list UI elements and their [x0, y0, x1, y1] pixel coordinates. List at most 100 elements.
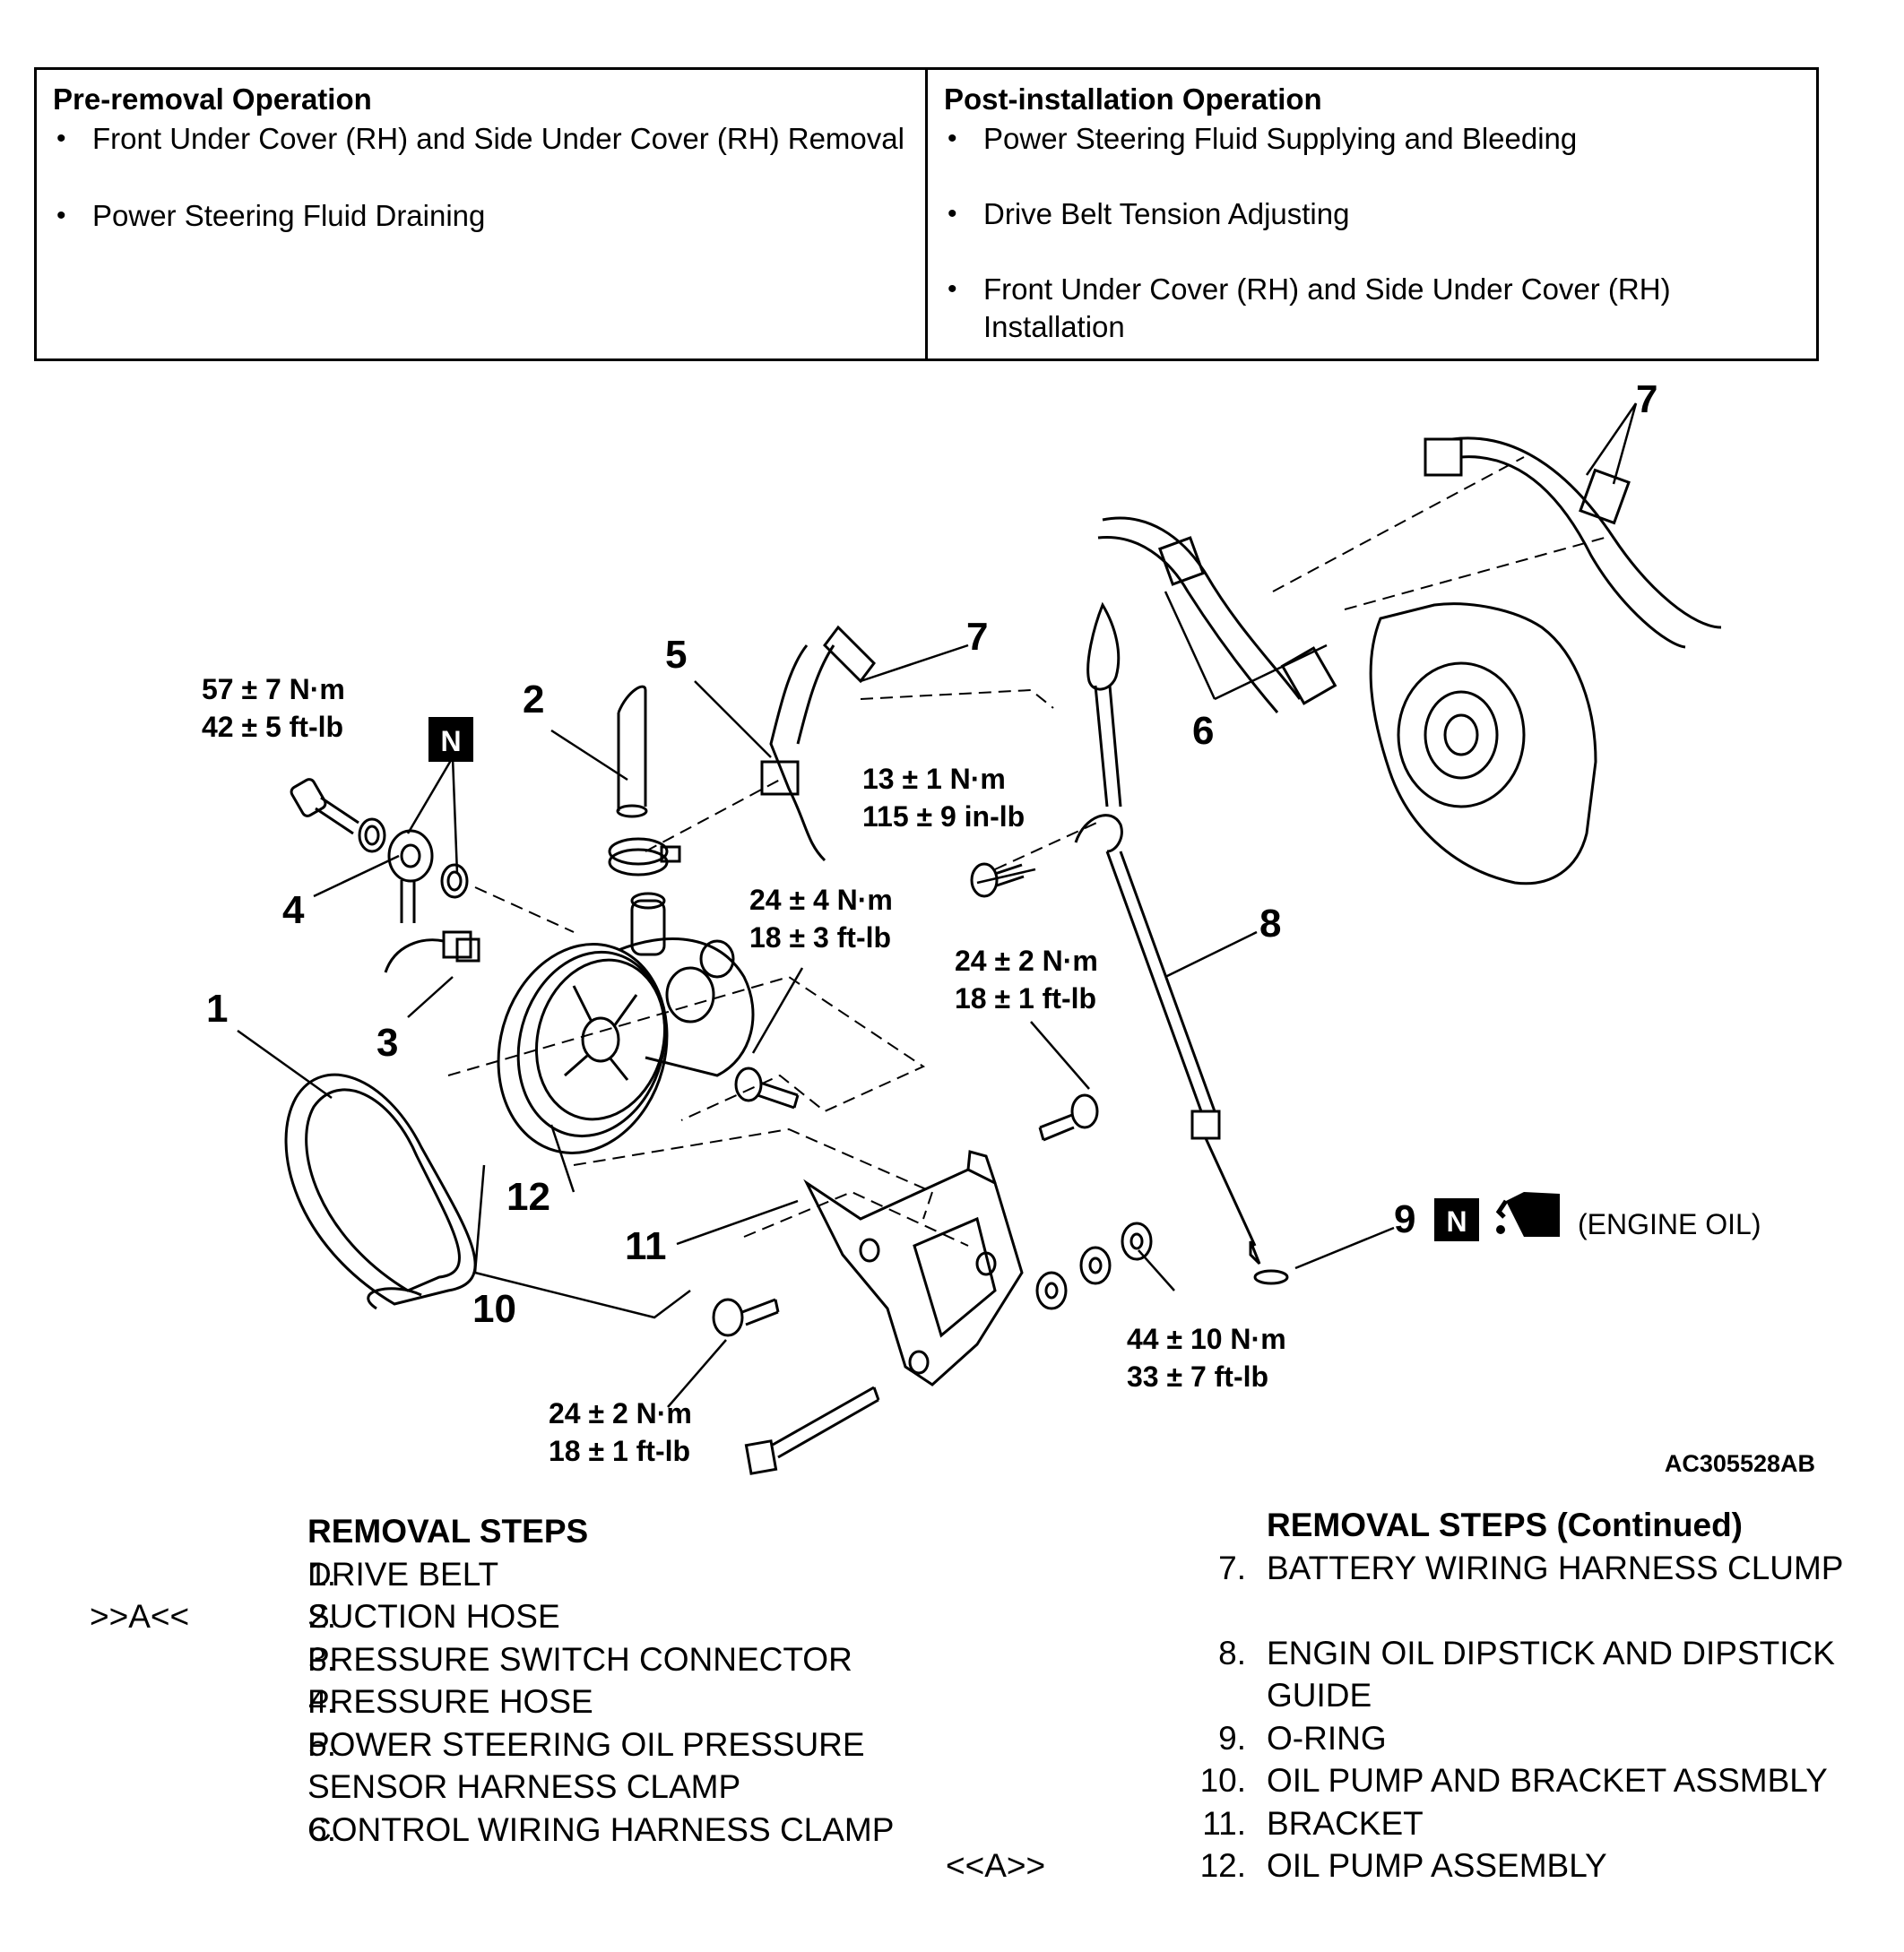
step-label: PRESSURE SWITCH CONNECTOR — [307, 1640, 852, 1678]
callout-5: 5 — [665, 633, 687, 677]
drive-belt-drawing — [284, 1073, 477, 1310]
step-label: CONTROL WIRING HARNESS CLAMP — [307, 1810, 895, 1848]
post-installation-item: Power Steering Fluid Supplying and Bleed… — [944, 120, 1800, 158]
removal-step: 5. POWER STEERING OIL PRESSURE SENSOR HA… — [90, 1723, 923, 1809]
new-part-symbol-oring: N — [1434, 1198, 1479, 1241]
post-installation-heading: Post-installation Operation — [944, 82, 1322, 116]
step-number: 11. — [1202, 1804, 1246, 1842]
bracket-drawing — [803, 1150, 1024, 1386]
step-number: 8. — [1218, 1634, 1246, 1671]
torque-metric: 13 ± 1 N·m — [862, 763, 1006, 795]
engine-oil-can-icon — [1495, 1192, 1560, 1237]
pressure-switch-connector-drawing — [384, 930, 480, 973]
post-installation-column: Post-installation Operation Power Steeri… — [925, 70, 1816, 358]
callout-6: 6 — [1192, 709, 1214, 753]
figure-id: AC305528AB — [1665, 1450, 1815, 1477]
step-label: PRESSURE HOSE — [307, 1683, 593, 1720]
timing-cover-drawing — [1369, 602, 1597, 885]
step-number: 4. — [308, 1683, 336, 1720]
engine-oil-note: (ENGINE OIL) — [1578, 1208, 1761, 1240]
callout-10: 10 — [472, 1287, 516, 1331]
removal-step: <<A>> 12. OIL PUMP ASSEMBLY — [941, 1844, 1900, 1887]
step-label: DRIVE BELT — [307, 1555, 499, 1593]
step-number: 3. — [308, 1640, 336, 1678]
callout-11: 11 — [625, 1224, 667, 1268]
service-point-mark: <<A>> — [946, 1847, 1046, 1884]
step-number: 10. — [1199, 1762, 1246, 1799]
removal-step: 6. CONTROL WIRING HARNESS CLAMP — [90, 1809, 923, 1894]
pre-removal-column: Pre-removal Operation Front Under Cover … — [37, 70, 925, 358]
step-label: BRACKET — [1267, 1804, 1424, 1842]
removal-step: 11. BRACKET — [941, 1802, 1900, 1845]
step-number: 7. — [1218, 1549, 1246, 1586]
callout-labels: 1 2 3 4 5 6 7 7 8 9 10 11 12 — [206, 377, 1657, 1331]
removal-steps: REMOVAL STEPS 1. DRIVE BELT >>A<< 2. SUC… — [90, 1510, 923, 1894]
post-installation-item: Drive Belt Tension Adjusting — [944, 195, 1800, 233]
removal-steps-continued-heading: REMOVAL STEPS (Continued) — [1267, 1507, 1744, 1543]
torque-specs: 57 ± 7 N·m 42 ± 5 ft-lb 13 ± 1 N·m 115 ±… — [202, 673, 1286, 1467]
step-number: 2. — [308, 1598, 336, 1635]
step-label: O-RING — [1267, 1719, 1387, 1757]
step-label: POWER STEERING OIL PRESSURE SENSOR HARNE… — [307, 1725, 865, 1806]
removal-step: 10. OIL PUMP AND BRACKET ASSMBLY — [941, 1759, 1900, 1802]
callout-4: 4 — [282, 888, 305, 932]
step-number: 5. — [308, 1725, 336, 1763]
service-point-mark: >>A<< — [90, 1598, 190, 1635]
callout-3: 3 — [376, 1021, 398, 1065]
torque-imperial: 18 ± 1 ft-lb — [549, 1435, 690, 1467]
bracket-lower-bolt — [712, 1298, 780, 1337]
callout-7-upper: 7 — [1636, 377, 1657, 421]
removal-step: 3. PRESSURE SWITCH CONNECTOR — [90, 1638, 923, 1681]
torque-metric: 24 ± 2 N·m — [955, 945, 1098, 977]
step-number: 6. — [308, 1810, 336, 1848]
dipstick-drawing — [1074, 601, 1289, 1285]
pre-removal-list: Front Under Cover (RH) and Side Under Co… — [53, 120, 909, 235]
suction-hose-drawing — [608, 685, 681, 877]
pre-removal-item: Power Steering Fluid Draining — [53, 197, 909, 235]
oil-pressure-sensor-bolt — [970, 862, 1025, 898]
torque-metric: 24 ± 2 N·m — [549, 1397, 692, 1429]
exploded-view-diagram: 1 2 3 4 5 6 7 7 8 9 10 11 12 N N (ENGINE… — [202, 377, 1815, 1477]
step-label: OIL PUMP ASSEMBLY — [1267, 1847, 1607, 1884]
pre-removal-heading: Pre-removal Operation — [53, 82, 372, 116]
removal-steps-continued: REMOVAL STEPS (Continued) 7. BATTERY WIR… — [941, 1504, 1900, 1887]
step-number: 9. — [1218, 1719, 1246, 1757]
step-label: BATTERY WIRING HARNESS CLUMP — [1267, 1549, 1844, 1586]
torque-metric: 44 ± 10 N·m — [1127, 1323, 1286, 1355]
post-installation-item: Front Under Cover (RH) and Side Under Co… — [944, 271, 1800, 346]
torque-metric: 57 ± 7 N·m — [202, 673, 345, 705]
removal-step: 7. BATTERY WIRING HARNESS CLUMP — [941, 1547, 1900, 1632]
callout-1: 1 — [206, 987, 228, 1031]
bracket-upper-bolt — [1038, 1093, 1099, 1142]
pump-bolt — [734, 1067, 800, 1110]
step-label: ENGIN OIL DIPSTICK AND DIPSTICK GUIDE — [1267, 1634, 1835, 1714]
post-installation-list: Power Steering Fluid Supplying and Bleed… — [944, 120, 1800, 346]
torque-metric: 24 ± 4 N·m — [749, 884, 893, 916]
removal-step: 1. DRIVE BELT — [90, 1553, 923, 1596]
step-number: 12. — [1199, 1847, 1246, 1884]
new-part-symbol-text: N — [440, 725, 461, 757]
operations-table: Pre-removal Operation Front Under Cover … — [34, 67, 1819, 361]
torque-imperial: 42 ± 5 ft-lb — [202, 711, 343, 743]
leader-lines — [237, 402, 1638, 1408]
removal-step: 9. O-RING — [941, 1717, 1900, 1760]
bracket-washers — [1035, 1222, 1153, 1310]
callout-2: 2 — [523, 678, 544, 721]
callout-12: 12 — [506, 1175, 550, 1219]
assembly-dashed-lines — [447, 688, 1103, 1247]
oil-pump-drawing — [497, 892, 755, 1154]
upper-harness-drawing — [1097, 436, 1722, 713]
callout-9: 9 — [1394, 1197, 1415, 1241]
removal-step: >>A<< 2. SUCTION HOSE — [90, 1595, 923, 1638]
removal-steps-heading: REMOVAL STEPS — [307, 1513, 589, 1550]
step-number: 1. — [308, 1555, 336, 1593]
pressure-hose-drawing — [290, 778, 575, 933]
callout-8: 8 — [1259, 902, 1281, 946]
step-label: SUCTION HOSE — [307, 1598, 560, 1635]
pre-removal-item: Front Under Cover (RH) and Side Under Co… — [53, 120, 909, 158]
removal-step: 8. ENGIN OIL DIPSTICK AND DIPSTICK GUIDE — [941, 1632, 1900, 1717]
torque-imperial: 18 ± 1 ft-lb — [955, 982, 1096, 1015]
removal-step: 4. PRESSURE HOSE — [90, 1680, 923, 1723]
long-stud-bolt — [744, 1386, 880, 1475]
new-part-symbol-text: N — [1446, 1205, 1467, 1238]
